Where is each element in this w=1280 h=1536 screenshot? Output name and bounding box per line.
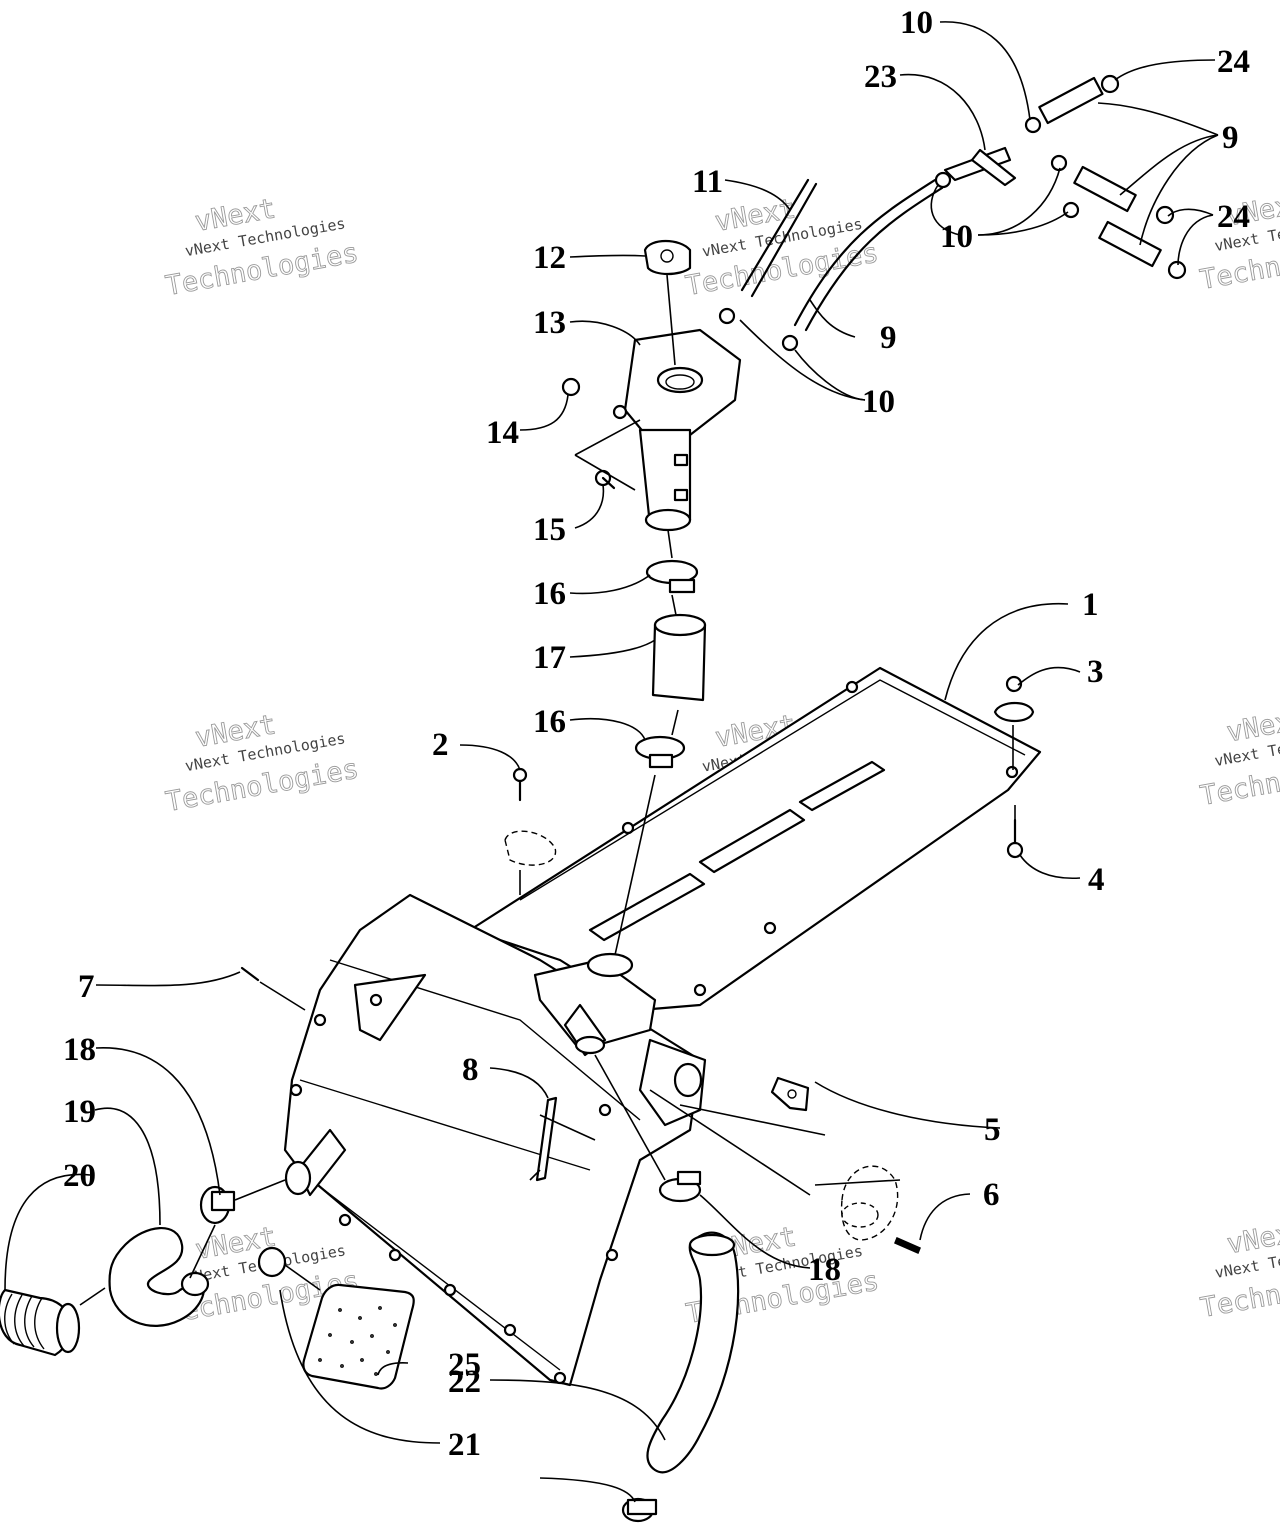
hose-clip xyxy=(535,1096,558,1182)
mount-bracket xyxy=(770,1076,810,1112)
callout-3: 3 xyxy=(1087,654,1104,690)
callout-16: 16 xyxy=(533,704,566,740)
callout-5: 5 xyxy=(984,1112,1001,1148)
watermark-group: vNext vNext Technologies Technologies xyxy=(163,193,361,303)
overflow-hose xyxy=(740,76,1162,332)
tee-connector xyxy=(943,146,1017,187)
callout-24: 24 xyxy=(1217,199,1250,235)
watermark-group: vNext vNext Technologies Technologies xyxy=(1198,1215,1280,1324)
coolant-hose xyxy=(651,613,707,702)
callout-7: 7 xyxy=(78,969,95,1005)
callout-9: 9 xyxy=(880,320,897,356)
watermark-group: vNext vNext Technologies Technologies xyxy=(1197,703,1280,812)
callout-10: 10 xyxy=(862,384,895,420)
callout-16: 16 xyxy=(533,576,566,612)
callout-8: 8 xyxy=(462,1052,479,1088)
watermark-group: vNext vNext Technologies Technologies xyxy=(1197,187,1280,296)
filler-neck xyxy=(612,328,742,532)
hardware-nuts-screws xyxy=(240,377,1035,982)
callout-18: 18 xyxy=(808,1252,841,1288)
callout-13: 13 xyxy=(533,305,566,341)
watermark-group: vNext vNext Technologies Technologies xyxy=(163,709,361,819)
hose-clamp-left xyxy=(199,1185,236,1225)
hose-clamp xyxy=(634,735,686,769)
callout-17: 17 xyxy=(533,640,566,676)
callout-18: 18 xyxy=(63,1032,96,1068)
callout-labels: 1 2 3 4 5 6 7 8 9 9 10 10 10 11 12 13 14… xyxy=(63,5,1250,1463)
callout-24: 24 xyxy=(1217,44,1250,80)
seal-plate xyxy=(840,1165,921,1254)
callout-23: 23 xyxy=(864,59,897,95)
callout-15: 15 xyxy=(533,512,566,548)
hose-clamp-bottom xyxy=(621,1497,658,1523)
callout-22: 22 xyxy=(448,1364,481,1400)
callout-10: 10 xyxy=(940,219,973,255)
callout-19: 19 xyxy=(63,1094,96,1130)
callout-2: 2 xyxy=(432,727,449,763)
hose-clamp-right xyxy=(658,1170,702,1203)
small-hose-clamps xyxy=(718,74,1187,352)
callout-1: 1 xyxy=(1082,587,1099,623)
callout-10: 10 xyxy=(900,5,933,41)
foam-pad xyxy=(302,1283,415,1390)
callout-21: 21 xyxy=(448,1427,481,1463)
radiator-cap xyxy=(643,239,692,276)
callout-11: 11 xyxy=(692,164,723,200)
assembly-lines xyxy=(79,274,1016,1306)
callout-6: 6 xyxy=(983,1177,1000,1213)
callout-25: 25 xyxy=(448,1347,481,1383)
callout-14: 14 xyxy=(486,415,519,451)
lower-hose-right xyxy=(646,1231,740,1474)
callout-4: 4 xyxy=(1088,862,1105,898)
tank-housing xyxy=(283,893,707,1387)
callout-leaders xyxy=(4,21,1219,1503)
hose-clamp xyxy=(645,559,699,594)
callout-20: 20 xyxy=(63,1158,96,1194)
callout-12: 12 xyxy=(533,240,566,276)
lower-hose-left xyxy=(108,1227,210,1327)
callout-9: 9 xyxy=(1222,120,1239,156)
corrugated-coupler xyxy=(0,1288,81,1357)
small-clamp-center xyxy=(257,1246,287,1278)
